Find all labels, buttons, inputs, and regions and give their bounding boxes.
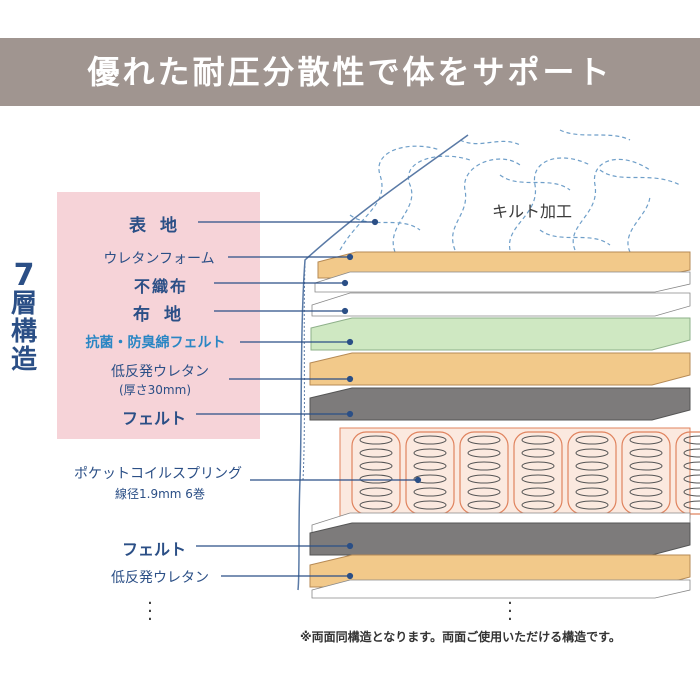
spring-turn xyxy=(413,500,447,510)
spring-turn xyxy=(683,500,700,510)
spring-turn xyxy=(467,448,501,458)
label-pocket-coil: ポケットコイルスプリング xyxy=(74,466,242,482)
spring-turn xyxy=(629,461,663,471)
coil-pocket xyxy=(675,431,700,515)
spring-turn xyxy=(359,461,393,471)
spring-turn xyxy=(359,474,393,484)
spring-turn xyxy=(521,474,555,484)
spring-turn xyxy=(413,487,447,497)
spring-turn xyxy=(467,487,501,497)
label-urethane-foam: ウレタンフォーム xyxy=(103,251,215,267)
label-wire: 線径1.9mm 6巻 xyxy=(115,487,205,501)
side-label-char-2: 構 xyxy=(10,317,37,347)
spring-turn xyxy=(575,487,609,497)
spring-turn xyxy=(629,487,663,497)
spring-turn xyxy=(629,474,663,484)
spring-turn xyxy=(413,448,447,458)
pocket-coil-springs xyxy=(339,427,700,519)
spring-turn xyxy=(575,448,609,458)
spring-turn xyxy=(575,500,609,510)
spring-turn xyxy=(629,435,663,445)
label-fabric: 布 地 xyxy=(133,305,185,325)
spring-turn xyxy=(521,487,555,497)
layer-urethane-foam xyxy=(317,251,691,279)
spring-turn xyxy=(521,461,555,471)
spring-turn xyxy=(467,461,501,471)
label-felt: フェルト xyxy=(121,409,186,428)
leader-lines xyxy=(196,218,422,580)
layer-nonwoven xyxy=(314,271,691,293)
layer-low-rebound-bottom xyxy=(309,554,691,588)
spring-turn xyxy=(683,435,700,445)
spring-turn xyxy=(683,474,700,484)
spring-turn xyxy=(629,500,663,510)
layer-label-panel xyxy=(57,192,260,439)
spring-turn xyxy=(359,448,393,458)
layer-fabric xyxy=(311,292,691,317)
spring-turn xyxy=(521,500,555,510)
layer-low-rebound xyxy=(309,352,691,386)
label-omote: 表 地 xyxy=(129,216,181,236)
continuation-dots-left: ··· xyxy=(147,593,153,630)
layer-felt-bottom xyxy=(309,522,691,556)
label-low-rebound: 低反発ウレタン xyxy=(111,364,209,380)
header-banner: 優れた耐圧分散性で体をサポート xyxy=(0,38,700,106)
spring-turn xyxy=(413,461,447,471)
label-low-rebound-bottom: 低反発ウレタン xyxy=(111,570,209,586)
layer-felt-top xyxy=(309,387,691,421)
label-antibac-felt: 抗菌・防臭綿フェルト xyxy=(85,335,226,351)
spring-turn xyxy=(683,461,700,471)
spring-turn xyxy=(467,435,501,445)
spring-turn xyxy=(575,474,609,484)
label-thickness: (厚さ30mm) xyxy=(118,383,191,397)
spring-turn xyxy=(629,448,663,458)
footnote: ※両面同構造となります。両面ご使用いただける構造です。 xyxy=(300,630,621,644)
label-felt-bottom: フェルト xyxy=(121,540,186,559)
layer-antibac-felt xyxy=(310,317,691,351)
spring-turn xyxy=(521,448,555,458)
seven-layer-label: 7 層 構 造 xyxy=(4,258,44,375)
spring-turn xyxy=(575,435,609,445)
quilt-label: キルト加工 xyxy=(492,202,573,221)
continuation-dots-right: ··· xyxy=(507,593,513,630)
spring-turn xyxy=(575,461,609,471)
spring-turn xyxy=(359,435,393,445)
layer-count: 7 xyxy=(13,258,35,293)
spring-turn xyxy=(683,487,700,497)
side-label-char-3: 造 xyxy=(10,345,37,375)
spring-turn xyxy=(359,487,393,497)
spring-turn xyxy=(359,500,393,510)
spring-turn xyxy=(413,435,447,445)
spring-turn xyxy=(521,435,555,445)
spring-turn xyxy=(413,474,447,484)
spring-turn xyxy=(683,448,700,458)
spring-turn xyxy=(467,500,501,510)
quilt-pattern xyxy=(339,129,681,253)
spring-turn xyxy=(467,474,501,484)
cover-outline xyxy=(297,134,469,591)
page-title: 優れた耐圧分散性で体をサポート xyxy=(87,53,613,91)
side-label-char-1: 層 xyxy=(10,289,37,319)
label-nonwoven: 不織布 xyxy=(133,277,188,296)
